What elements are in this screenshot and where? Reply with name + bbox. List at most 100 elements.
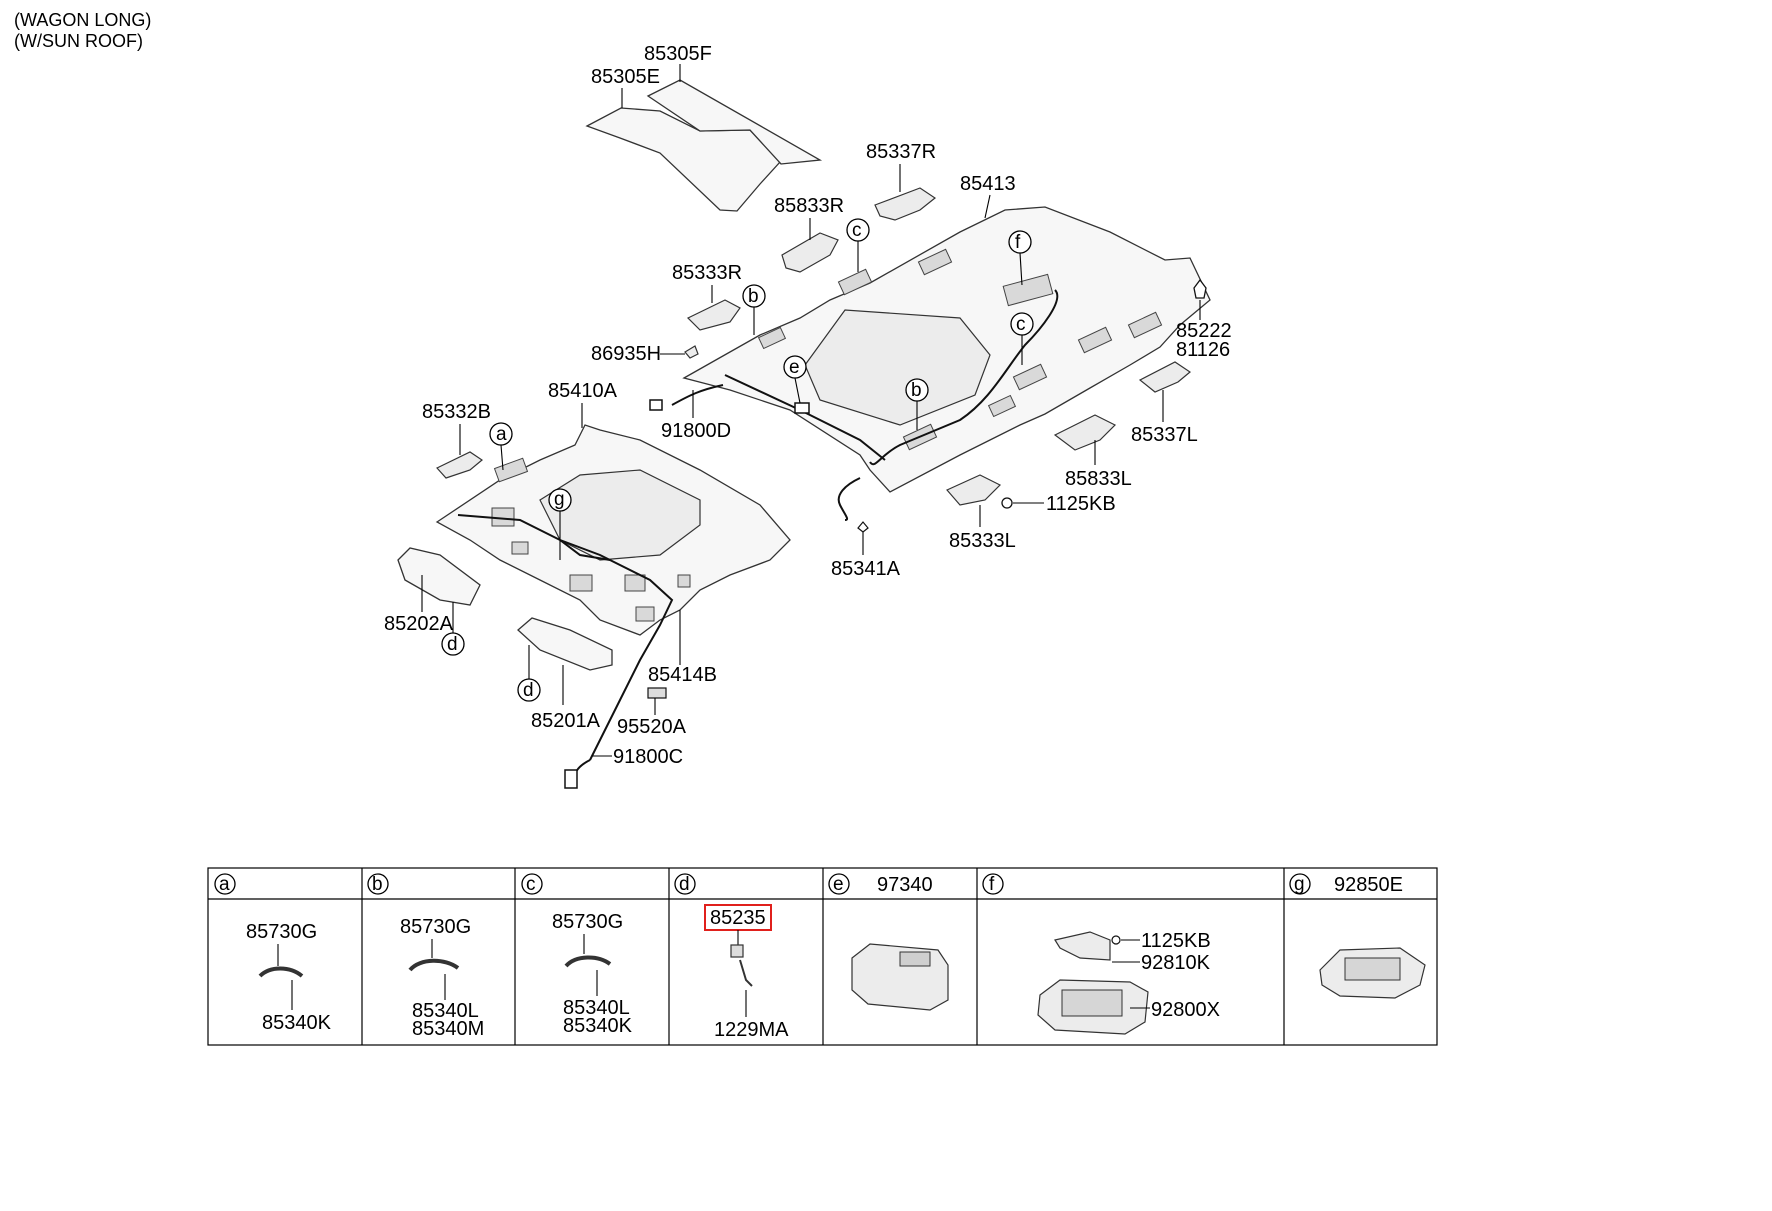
label-85341A: 85341A [831, 558, 901, 580]
front-connector-box [677, 574, 691, 588]
front-harness-branch [559, 539, 611, 561]
callout-d-1: d [441, 602, 465, 656]
label-85333R: 85333R [672, 262, 742, 284]
table-header-e-part: 97340 [877, 874, 933, 896]
label-85337R: 85337R [866, 141, 936, 163]
sunroof-pads [585, 79, 823, 212]
cell-c-handle-shape [564, 955, 612, 968]
cell-f-92800X: 92800X [1151, 999, 1220, 1021]
cell-a-handle-shape [258, 966, 304, 978]
harness-connector-lead [671, 384, 724, 406]
label-91800D: 91800D [661, 420, 731, 442]
front-harness-wire-c [457, 514, 674, 761]
table-header-f: f [982, 873, 1004, 895]
rear-hole-8 [757, 326, 787, 350]
bracket-85833L-shape [1053, 414, 1117, 451]
callout-d-1-text: d [447, 634, 458, 655]
table-header-b-letter: b [372, 874, 383, 895]
clip-85222-shape [1193, 278, 1207, 299]
label-85833L: 85833L [1065, 468, 1132, 490]
cell-b-85730G: 85730G [400, 916, 471, 938]
rear-hole-3 [1077, 326, 1113, 354]
callout-d-2-text: d [523, 680, 534, 701]
label-85414B: 85414B [648, 664, 717, 686]
cell-b-85340L: 85340L [412, 1000, 479, 1022]
callout-c-front-text: c [852, 220, 862, 241]
rear-hole-2 [917, 248, 953, 276]
table-header-a: a [214, 873, 236, 895]
cell-c-85340K: 85340K [563, 1015, 633, 1037]
cell-b-85340M: 85340M [412, 1018, 484, 1040]
front-sunroof-opening [539, 469, 701, 561]
callout-g: g [548, 488, 572, 560]
label-85222: 85222 [1176, 320, 1232, 342]
leader-85413 [984, 194, 991, 219]
label-85410A: 85410A [548, 380, 618, 402]
table-header-g: g 92850E [1289, 873, 1403, 896]
label-85202A: 85202A [384, 613, 454, 635]
clip-85341A-shape [857, 521, 869, 533]
label-85833R: 85833R [774, 195, 844, 217]
table-header-c-letter: c [526, 874, 536, 895]
harness-85341-wire [837, 477, 861, 521]
cell-a-85730G: 85730G [246, 921, 317, 943]
label-85201A: 85201A [531, 710, 601, 732]
rear-hole-7 [987, 394, 1017, 418]
bracket-85337L-shape [1138, 361, 1192, 393]
table-header-e-letter: e [833, 874, 844, 895]
cell-e-module-cap [899, 951, 931, 967]
sunvisor-85202A-shape [397, 547, 481, 606]
front-hole-6 [493, 457, 529, 483]
table-header-c: c [521, 873, 543, 895]
label-91800C: 91800C [613, 746, 683, 768]
label-85305E: 85305E [591, 66, 660, 88]
reference-table: a b c d e 97340 f g 92850E 85730G [207, 867, 1438, 1046]
front-hole-5 [635, 606, 655, 622]
label-85305F: 85305F [644, 43, 712, 65]
callout-b-front-text: b [748, 286, 759, 307]
callout-b-rear-text: b [911, 380, 922, 401]
callout-a: a [489, 422, 513, 471]
bracket-85833R-shape [781, 232, 839, 273]
cell-f-92810K: 92810K [1141, 952, 1211, 974]
cell-g-lamp-lens [1344, 957, 1401, 981]
cell-b-handle-shape [408, 958, 460, 972]
front-harness-connector [564, 769, 578, 789]
cell-d-screw-shape [739, 959, 753, 987]
callout-c-rear: c [1010, 312, 1034, 365]
callout-c-rear-text: c [1016, 314, 1026, 335]
cell-d-85235[interactable]: 85235 [710, 907, 766, 929]
cell-f-bolt-shape [1111, 935, 1121, 945]
callout-f-text: f [1015, 232, 1021, 253]
callout-d-2: d [517, 645, 541, 702]
front-hole-2 [511, 541, 529, 555]
bracket-85333L-shape [946, 474, 1002, 506]
sunvisor-85201A-shape [517, 617, 613, 671]
label-81126: 81126 [1176, 339, 1230, 361]
bracket-85333R-shape [686, 299, 741, 331]
module-e-shape [794, 402, 810, 414]
table-header-d: d [674, 873, 696, 895]
table-header-g-part: 92850E [1334, 874, 1403, 896]
rear-hole-5 [1127, 311, 1163, 339]
callout-g-text: g [554, 489, 565, 510]
callout-a-text: a [496, 424, 507, 445]
rear-hole-1 [837, 268, 873, 296]
clip-95520A-shape [647, 687, 667, 699]
label-85337L: 85337L [1131, 424, 1198, 446]
front-harness-wire-d [724, 374, 886, 461]
bolt-1125KB-shape [1001, 497, 1013, 509]
bracket-85337R-shape [874, 187, 937, 221]
table-header-b: b [367, 873, 389, 895]
pad-85305E-shape [585, 107, 781, 212]
callout-f: f [1008, 230, 1032, 286]
rear-lamp-opening [1002, 273, 1054, 307]
callout-e-text: e [789, 357, 800, 378]
front-hole-1 [491, 507, 515, 527]
clip-86935H-shape [684, 345, 699, 359]
label-85332B: 85332B [422, 401, 491, 423]
cell-d-1229MA: 1229MA [714, 1019, 789, 1041]
cell-f-1125KB: 1125KB [1141, 930, 1211, 952]
table-header-a-letter: a [219, 874, 230, 895]
